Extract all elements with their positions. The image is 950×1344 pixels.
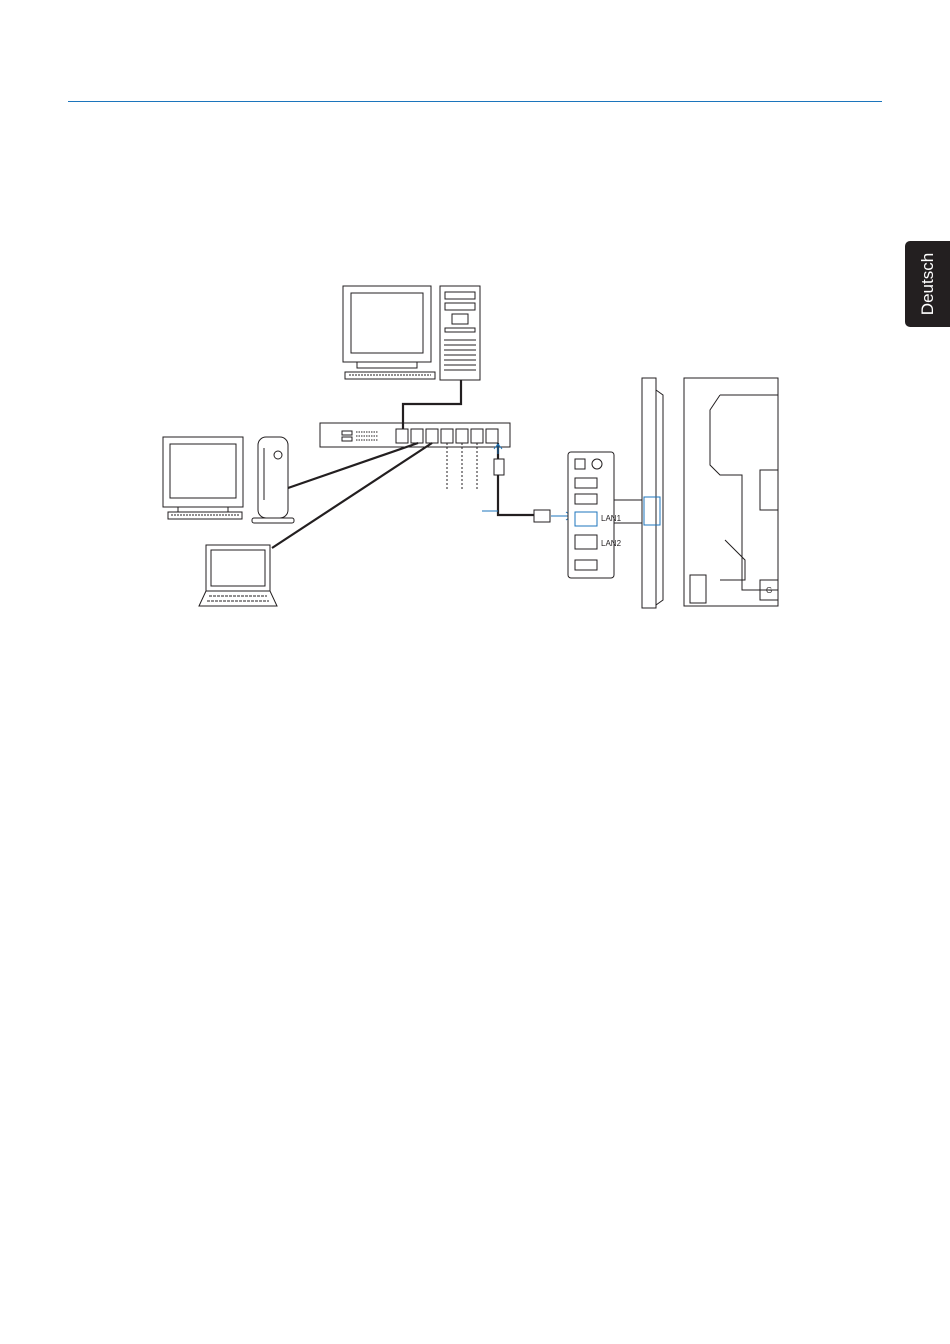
lan2-port-label: LAN2: [601, 539, 622, 548]
workstation-monitor-icon: [163, 437, 243, 519]
rear-corner-glyph: G: [766, 586, 772, 595]
rj45-plug-icon: [534, 510, 550, 522]
display-side-profile: [642, 378, 663, 608]
desktop-monitor-icon: [343, 286, 435, 379]
lan1-port-label: LAN1: [601, 514, 622, 523]
tower-pc-icon: [440, 286, 480, 380]
laptop-icon: [199, 545, 277, 606]
connection-arrows: [482, 444, 572, 520]
cable-plug-icon: [494, 459, 504, 475]
display-rear-view: [684, 378, 778, 606]
slim-pc-icon: [252, 437, 294, 523]
unused-port-leads: [447, 443, 477, 490]
